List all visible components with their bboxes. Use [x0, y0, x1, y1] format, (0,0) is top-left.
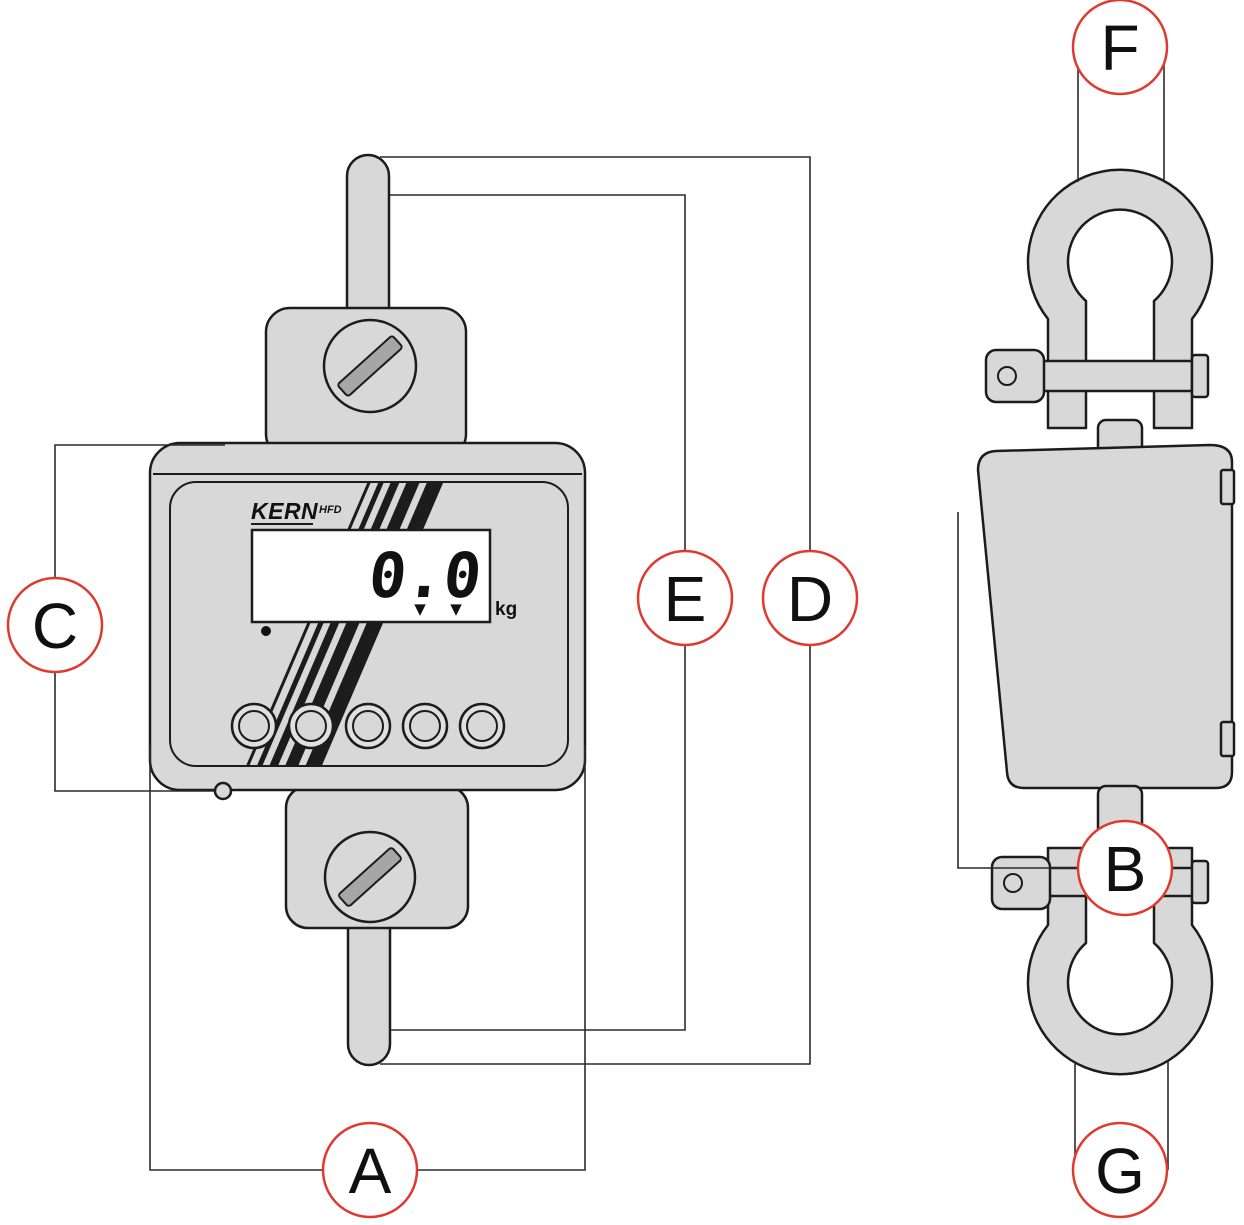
- leader-lines: [54, 47, 1169, 1171]
- callout-g: G: [1071, 1121, 1169, 1219]
- annunciator-down-icon: ▼: [414, 600, 426, 618]
- callout-b-circle: [1076, 819, 1174, 917]
- leader-a-left: [149, 745, 370, 1171]
- callout-b: B: [1076, 819, 1174, 917]
- leader-e-bottom: [390, 598, 686, 1031]
- sealing-screw: [213, 781, 233, 801]
- leader-d-bottom: [380, 598, 811, 1065]
- leader-c-bottom: [54, 625, 214, 792]
- callouts: A B C D E F G: [6, 0, 1174, 1219]
- bottom-shackle-bow: [1026, 846, 1214, 1076]
- callout-e: E: [636, 549, 734, 647]
- indicator-dot: [261, 626, 271, 636]
- panel-button: [344, 702, 392, 750]
- callout-g-circle: [1071, 1121, 1169, 1219]
- callout-b-letter: B: [1104, 833, 1147, 905]
- panel-button: [458, 702, 506, 750]
- callout-f-letter: F: [1100, 12, 1139, 84]
- callout-d-circle: [761, 549, 859, 647]
- bottom-bolt: [323, 830, 417, 924]
- keypad: [230, 702, 506, 750]
- callout-c-circle: [6, 576, 104, 674]
- brand-name: KERN: [251, 498, 318, 524]
- callout-f: F: [1071, 0, 1169, 96]
- top-hook-shaft: [345, 153, 391, 332]
- model-name: HFD: [319, 504, 342, 516]
- callout-a-circle: [321, 1121, 419, 1219]
- callout-f-circle: [1071, 0, 1169, 96]
- lcd-display: 0.0 ▼ ▼ kg: [250, 528, 517, 636]
- callout-g-letter: G: [1095, 1135, 1145, 1207]
- brand-logo: KERN HFD: [251, 498, 342, 525]
- side-clip-bottom: [1219, 720, 1236, 758]
- bottom-bolt-slot: [338, 847, 402, 907]
- display-window: [250, 528, 492, 624]
- bottom-pin-hole: [1003, 873, 1023, 893]
- display-value: 0.0: [365, 539, 485, 612]
- panel-button: [230, 702, 278, 750]
- side-view: [976, 168, 1236, 1076]
- leader-a-right: [370, 745, 586, 1171]
- bottom-pin-end: [1190, 859, 1210, 905]
- top-bolt-slot: [337, 335, 403, 397]
- annunciator-down-icon: ▼: [450, 600, 462, 618]
- callout-d: D: [761, 549, 859, 647]
- top-pin-shaft: [1038, 359, 1194, 393]
- front-view: KERN HFD 0.0 ▼ ▼ kg: [148, 153, 587, 1067]
- top-shackle-pin: [984, 348, 1210, 404]
- top-pin-hole: [997, 366, 1017, 386]
- callout-c: C: [6, 576, 104, 674]
- side-clip-top: [1219, 468, 1236, 506]
- leader-e-top: [390, 194, 686, 598]
- top-bolt: [322, 318, 418, 414]
- callout-e-letter: E: [664, 563, 707, 635]
- callout-d-letter: D: [787, 563, 833, 635]
- callout-e-circle: [636, 549, 734, 647]
- panel-button: [287, 702, 335, 750]
- panel-button: [401, 702, 449, 750]
- callout-a-letter: A: [349, 1135, 392, 1207]
- leader-c-top: [54, 444, 225, 625]
- display-unit: kg: [495, 599, 517, 620]
- callout-a: A: [321, 1121, 419, 1219]
- side-body: [976, 443, 1234, 790]
- callout-c-letter: C: [32, 590, 78, 662]
- leader-b: [957, 512, 1125, 869]
- top-pin-end: [1190, 353, 1210, 399]
- leader-d-top: [380, 156, 811, 598]
